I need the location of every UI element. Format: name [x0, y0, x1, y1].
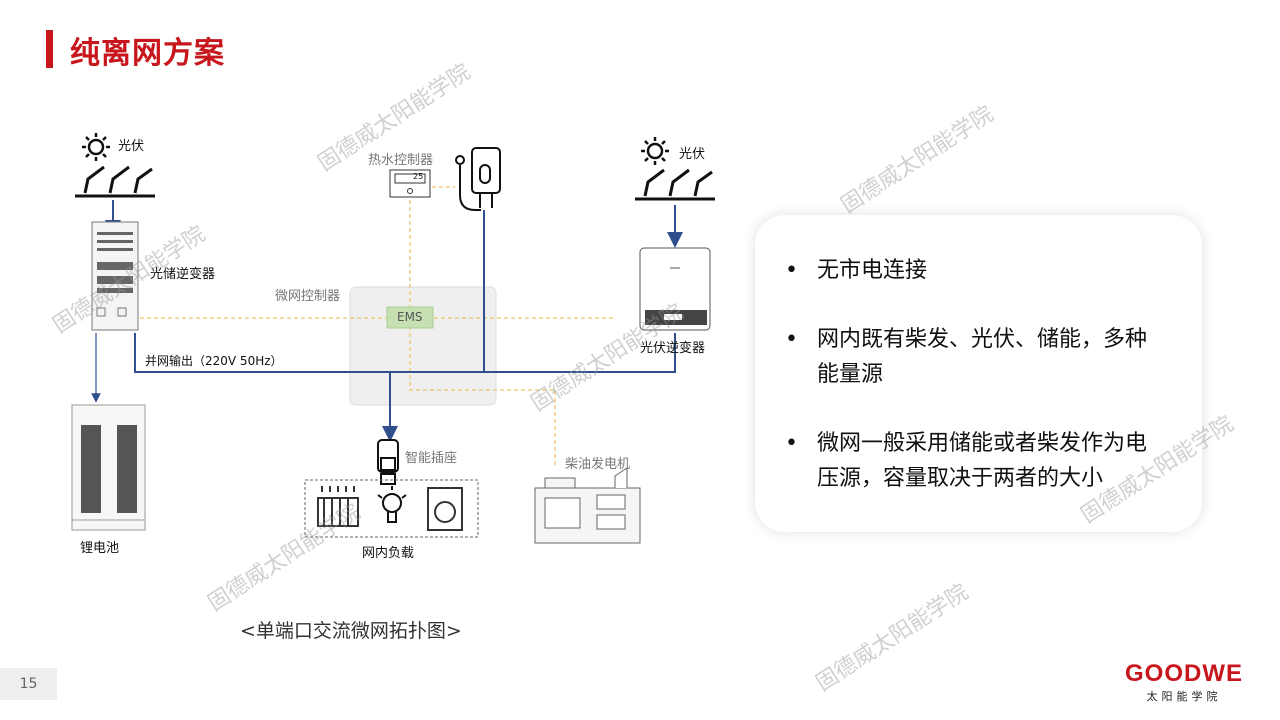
- pv-inverter-icon: [639, 247, 711, 331]
- bullet-text: 微网一般采用储能或者柴发作为电压源，容量取决于两者的大小: [817, 431, 1148, 491]
- water-heater-icon: [455, 147, 501, 211]
- battery-label: 锂电池: [80, 541, 120, 556]
- battery-cabinet-icon: [71, 404, 146, 531]
- solar-panel-icon: [635, 168, 715, 201]
- page-title: 纯离网方案: [70, 36, 225, 71]
- diagram-caption: <单端口交流微网拓扑图>: [240, 620, 462, 642]
- bullet-item: • 网内既有柴发、光伏、储能，多种能量源: [785, 322, 1165, 392]
- diesel-generator-icon: [534, 467, 641, 544]
- bullet-icon: •: [785, 258, 798, 283]
- bullet-icon: •: [785, 327, 798, 352]
- communication-lines: [140, 186, 615, 465]
- microgrid-controller-box: [349, 286, 497, 406]
- pv-right-label: 光伏: [679, 147, 706, 162]
- grid-output-label: 并网输出（220V 50Hz）: [145, 354, 283, 368]
- bullet-item: • 无市电连接: [785, 253, 1165, 288]
- hybrid-inverter-label: 光储逆变器: [150, 267, 216, 282]
- smart-socket-icon: [377, 439, 399, 485]
- heater-icon: [317, 486, 359, 527]
- logo-subtitle: 太阳能学院: [1146, 690, 1222, 703]
- pv-inverter-label: 光伏逆变器: [640, 341, 706, 356]
- title-accent-bar: [46, 30, 53, 68]
- pv-left-label: 光伏: [118, 139, 145, 154]
- light-bulb-icon: [377, 486, 407, 523]
- sun-icon: [641, 137, 669, 165]
- local-load-label: 网内负载: [362, 546, 415, 561]
- load-area: [304, 479, 479, 538]
- summary-card: • 无市电连接 • 网内既有柴发、光伏、储能，多种能量源 • 微网一般采用储能或者柴发…: [755, 215, 1202, 532]
- smart-socket-label: 智能插座: [405, 451, 458, 466]
- bullet-item: • 微网一般采用储能或者柴发作为电压源，容量取决于两者的大小: [785, 426, 1165, 496]
- thermostat-icon: [389, 169, 431, 198]
- diesel-generator-label: 柴油发电机: [565, 457, 631, 472]
- goodwe-logo: GOODWE 太阳能学院: [1125, 660, 1243, 704]
- logo-brand: GOODWE: [1125, 660, 1243, 687]
- thermostat-value: 25: [413, 172, 424, 181]
- bullet-text: 网内既有柴发、光伏、储能，多种能量源: [817, 327, 1148, 387]
- microgrid-controller-label: 微网控制器: [275, 289, 341, 304]
- ems-label: EMS: [397, 310, 423, 324]
- page-number: 15: [0, 668, 57, 700]
- power-lines: [91, 200, 683, 442]
- bullet-icon: •: [785, 431, 798, 456]
- ems-box: [386, 306, 434, 329]
- washing-machine-icon: [427, 487, 463, 531]
- water-controller-label: 热水控制器: [368, 153, 434, 168]
- solar-panel-icon: [75, 165, 155, 198]
- bullet-text: 无市电连接: [817, 258, 928, 283]
- sun-icon: [82, 133, 110, 161]
- hybrid-inverter-icon: [91, 221, 139, 331]
